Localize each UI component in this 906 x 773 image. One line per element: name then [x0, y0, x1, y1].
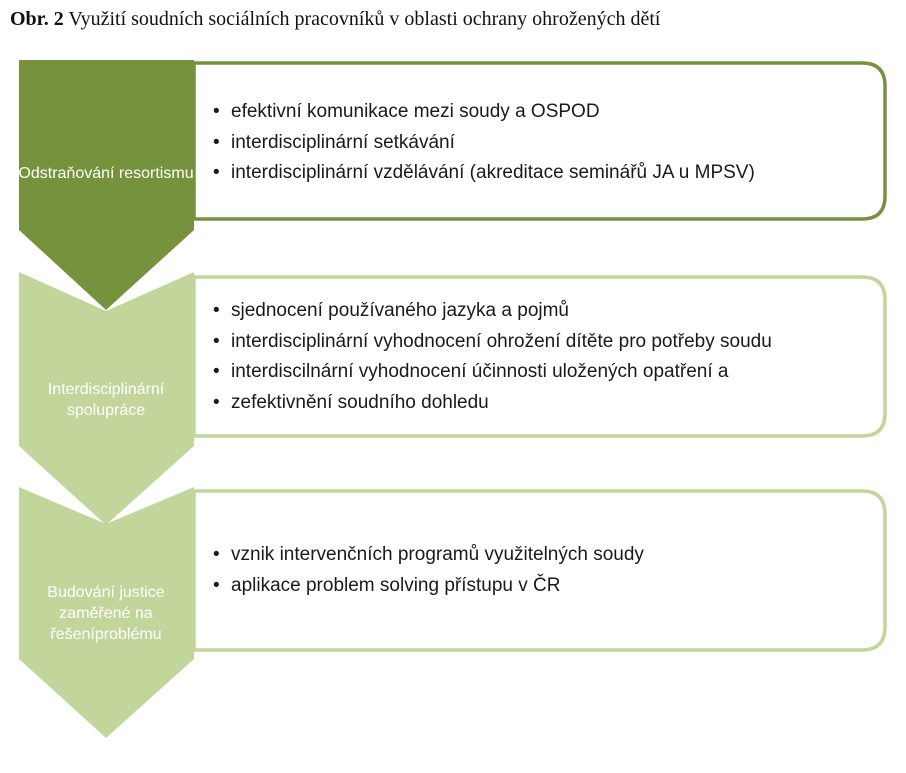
list-item-text: interdiscilnární vyhodnocení účinnosti u… [231, 361, 729, 382]
list-item-text: vznik intervenčních programů využitelnýc… [231, 544, 644, 565]
figure-title: Využití soudních sociálních pracovníků v… [68, 8, 661, 30]
list-item: • interdisciplinární vyhodnocení ohrožení… [213, 327, 875, 358]
list-item-text: interdisciplinární vyhodnocení ohrožení … [231, 330, 772, 352]
stage-3-chevron [19, 487, 194, 738]
list-item-text: zefektivnění soudního dohledu [231, 391, 489, 413]
list-item: • vznik intervenčních programů využitelný… [213, 540, 875, 571]
list-item-text: efektivní komunikace mezi soudy a OSPOD [231, 101, 600, 122]
bullet-icon: • [213, 574, 220, 596]
stage-2-chevron [19, 272, 194, 525]
list-item-text: aplikace problem solving přístupu v ČR [231, 574, 561, 596]
figure-caption: Obr. 2 Využití soudních sociálních praco… [10, 8, 660, 31]
list-item: • sjednocení používaného jazyka a pojmů [213, 296, 875, 327]
list-item: • zefektivnění soudního dohledu [213, 388, 875, 419]
stage-1-chevron [19, 60, 194, 310]
list-item-text: sjednocení používaného jazyka a pojmů [231, 300, 570, 321]
list-item: • interdisciplinární vzdělávání (akredita… [213, 158, 875, 189]
stage-2-box [192, 275, 887, 438]
bullet-icon: • [213, 101, 220, 122]
bullet-icon: • [213, 131, 220, 153]
stage-1-box [192, 61, 887, 221]
bullet-icon: • [213, 391, 220, 413]
stage-2-content: • sjednocení používaného jazyka a pojmů •… [205, 296, 875, 418]
list-item-text: interdisciplinární setkávání [231, 131, 455, 153]
list-item: • interdisciplinární setkávání [213, 128, 875, 159]
stage-2-list: • sjednocení používaného jazyka a pojmů •… [213, 296, 875, 418]
stage-1-label: Odstraňování resortismu [18, 165, 194, 182]
list-item: • efektivní komunikace mezi soudy a OSPOD [213, 97, 875, 128]
bullet-icon: • [213, 162, 220, 183]
stage-2-label: Interdisciplinární spolupráce [47, 381, 165, 419]
figure-number: Obr. 2 [10, 8, 64, 30]
stage-3-content: • vznik intervenčních programů využitelný… [205, 540, 875, 601]
list-item: • interdiscilnární vyhodnocení účinnosti … [213, 357, 875, 388]
stage-3-label: Budování justice zaměřené na řešeníprobl… [47, 584, 165, 643]
stage-3-list: • vznik intervenčních programů využitelný… [213, 540, 875, 601]
stage-3-box [192, 489, 887, 652]
stage-1-content: • efektivní komunikace mezi soudy a OSPOD… [205, 97, 875, 189]
list-item: • aplikace problem solving přístupu v ČR [213, 571, 875, 602]
bullet-icon: • [213, 300, 220, 321]
bullet-icon: • [213, 361, 220, 382]
stage-1-list: • efektivní komunikace mezi soudy a OSPOD… [213, 97, 875, 189]
list-item-text: interdisciplinární vzdělávání (akreditac… [231, 162, 755, 183]
bullet-icon: • [213, 544, 220, 565]
bullet-icon: • [213, 330, 220, 352]
